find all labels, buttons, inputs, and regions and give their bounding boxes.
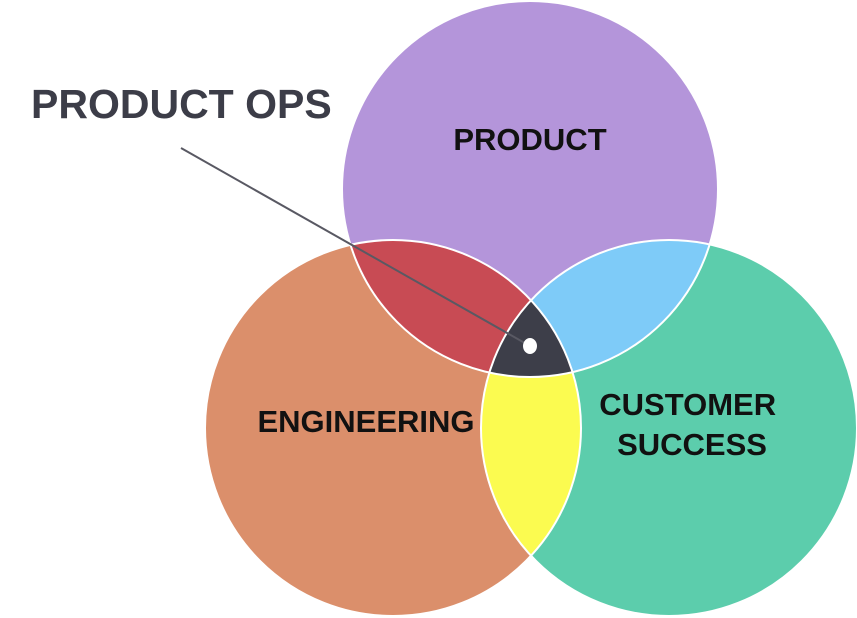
callout-leader-line <box>180 147 531 347</box>
customer-success-label: CUSTOMER SUCCESS <box>599 387 784 462</box>
customer-success-outline <box>480 239 857 617</box>
product-engineering-overlap <box>342 240 581 377</box>
engineering-label: ENGINEERING <box>257 404 474 439</box>
engineering-label-line: ENGINEERING <box>257 404 474 439</box>
engineering-outline <box>204 239 582 617</box>
product-customer-success-overlap <box>481 240 718 377</box>
customer-success-label-line-1: CUSTOMER <box>599 387 776 422</box>
circle-outlines <box>204 0 857 617</box>
callout-target-dot <box>523 338 537 354</box>
product-label: PRODUCT <box>453 122 606 157</box>
customer-success-label-line-2: SUCCESS <box>617 427 767 462</box>
product-outline <box>341 0 719 378</box>
product-ops-callout-label: PRODUCT OPS <box>31 81 332 127</box>
product-label-line: PRODUCT <box>453 122 606 157</box>
